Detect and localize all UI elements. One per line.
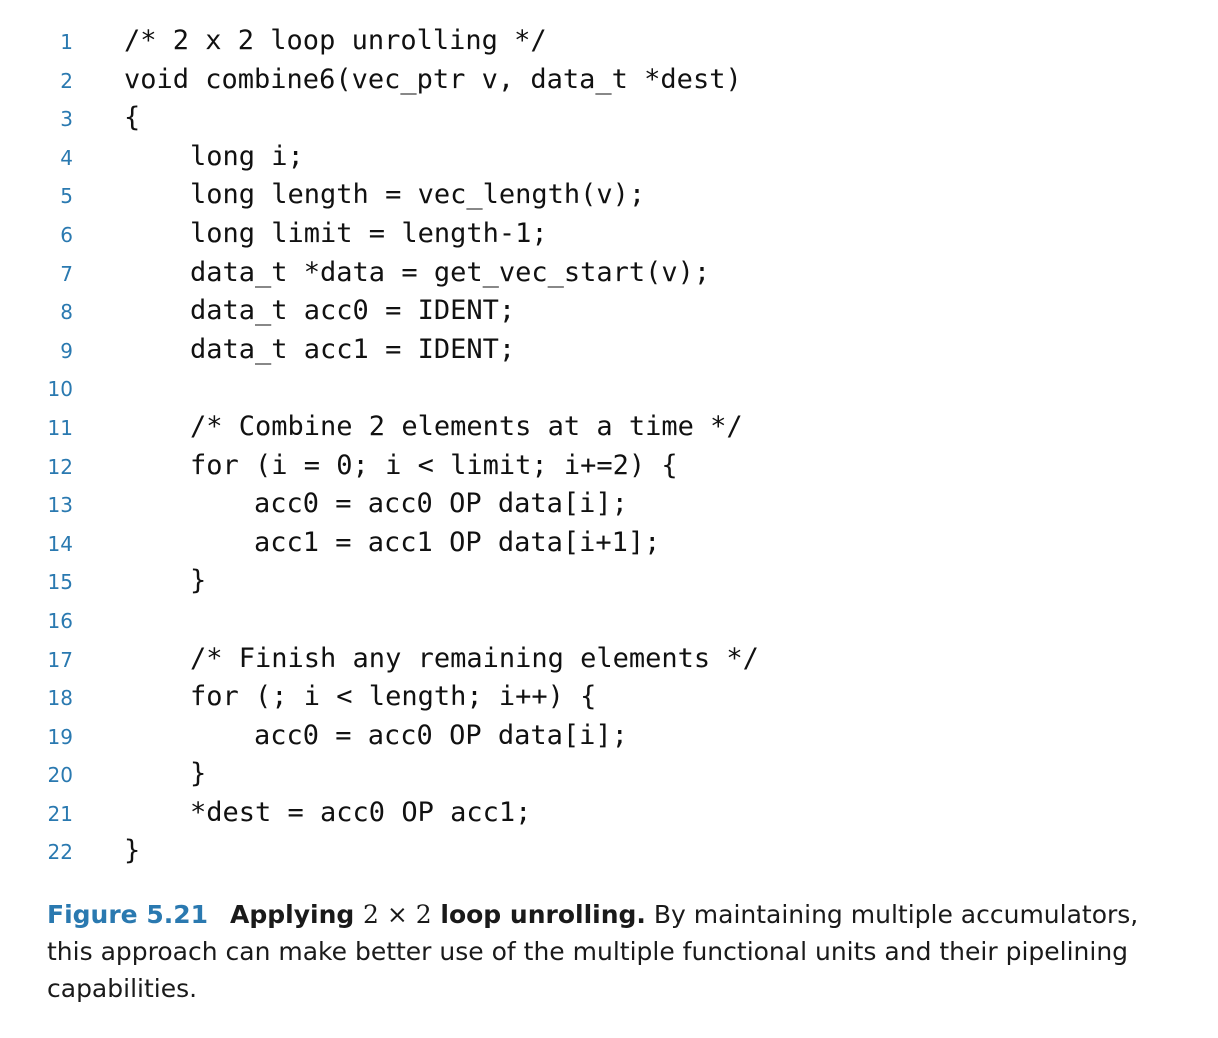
code-line: 5 long length = vec_length(v);	[0, 177, 1218, 216]
code-line: 3 {	[0, 100, 1218, 139]
line-number: 2	[60, 68, 73, 93]
line-number: 15	[47, 570, 73, 595]
code-line: 21 *dest = acc0 OP acc1;	[0, 795, 1218, 834]
code-text: for (i = 0; i < limit; i+=2) {	[190, 449, 678, 481]
code-line: 12 for (i = 0; i < limit; i+=2) {	[0, 448, 1218, 487]
line-number: 21	[47, 801, 73, 826]
code-line: 8 data_t acc0 = IDENT;	[0, 293, 1218, 332]
line-number: 3	[60, 107, 73, 132]
code-text: long limit = length-1;	[190, 217, 548, 249]
figure-title-math: 2 × 2	[363, 900, 432, 929]
figure-title: Applying 2 × 2 loop unrolling.	[230, 900, 646, 929]
line-number: 13	[47, 493, 73, 518]
line-number: 19	[47, 724, 73, 749]
figure-title-post: loop unrolling.	[440, 900, 646, 929]
code-text: }	[190, 565, 207, 597]
code-line: 2 void combine6(vec_ptr v, data_t *dest)	[0, 62, 1218, 101]
code-text: long i;	[190, 140, 304, 172]
code-line: 20 }	[0, 756, 1218, 795]
code-text: data_t acc0 = IDENT;	[190, 295, 516, 327]
code-text: {	[124, 102, 141, 134]
code-line: 17 /* Finish any remaining elements */	[0, 641, 1218, 680]
line-number: 14	[47, 531, 73, 556]
code-line: 14 acc1 = acc1 OP data[i+1];	[0, 525, 1218, 564]
line-number: 12	[47, 454, 73, 479]
code-line: 7 data_t *data = get_vec_start(v);	[0, 255, 1218, 294]
line-number: 5	[60, 184, 73, 209]
code-text: data_t *data = get_vec_start(v);	[190, 256, 711, 288]
code-line: 15 }	[0, 563, 1218, 602]
code-line: 10	[0, 370, 1218, 409]
code-text: /* 2 x 2 loop unrolling */	[124, 25, 547, 56]
code-text: /* Finish any remaining elements */	[190, 642, 759, 674]
line-number: 10	[47, 377, 73, 402]
code-line: 13 acc0 = acc0 OP data[i];	[0, 486, 1218, 525]
code-text: }	[124, 835, 141, 867]
figure-title-pre: Applying	[230, 900, 355, 929]
figure-caption-body: By maintaining multiple accumulators, th…	[47, 900, 1139, 1003]
line-number: 18	[47, 686, 73, 711]
code-text: *dest = acc0 OP acc1;	[190, 796, 532, 828]
code-line: 16	[0, 602, 1218, 641]
code-text: acc1 = acc1 OP data[i+1];	[254, 526, 661, 558]
code-text: acc0 = acc0 OP data[i];	[254, 719, 628, 751]
figure-caption: Figure 5.21 Applying 2 × 2 loop unrolling…	[47, 896, 1182, 1007]
code-text: void combine6(vec_ptr v, data_t *dest)	[124, 63, 742, 95]
line-number: 22	[47, 840, 73, 865]
line-number: 4	[60, 145, 73, 170]
code-text: }	[190, 758, 207, 790]
code-line: 6 long limit = length-1;	[0, 216, 1218, 255]
line-number: 7	[60, 261, 73, 286]
code-text: /* Combine 2 elements at a time */	[190, 410, 743, 442]
line-number: 9	[60, 338, 73, 363]
code-text: for (; i < length; i++) {	[190, 681, 597, 713]
code-line: 18 for (; i < length; i++) {	[0, 679, 1218, 718]
code-line: 9 data_t acc1 = IDENT;	[0, 332, 1218, 371]
line-number: 16	[47, 608, 73, 633]
figure-label: Figure 5.21	[47, 900, 209, 929]
code-line: 1 /* 2 x 2 loop unrolling */	[0, 23, 1218, 62]
line-number: 8	[60, 300, 73, 325]
code-line: 22 }	[0, 833, 1218, 872]
line-number: 1	[60, 30, 73, 54]
code-line: 11 /* Combine 2 elements at a time */	[0, 409, 1218, 448]
line-number: 17	[47, 647, 73, 672]
line-number: 6	[60, 222, 73, 247]
line-number: 11	[47, 415, 73, 440]
code-text: long length = vec_length(v);	[190, 179, 646, 211]
code-listing: 1 /* 2 x 2 loop unrolling */ 2 void comb…	[0, 23, 1218, 872]
code-line: 4 long i;	[0, 139, 1218, 178]
code-text: data_t acc1 = IDENT;	[190, 333, 516, 365]
line-number: 20	[47, 763, 73, 788]
code-text: acc0 = acc0 OP data[i];	[254, 488, 628, 520]
code-line: 19 acc0 = acc0 OP data[i];	[0, 718, 1218, 757]
